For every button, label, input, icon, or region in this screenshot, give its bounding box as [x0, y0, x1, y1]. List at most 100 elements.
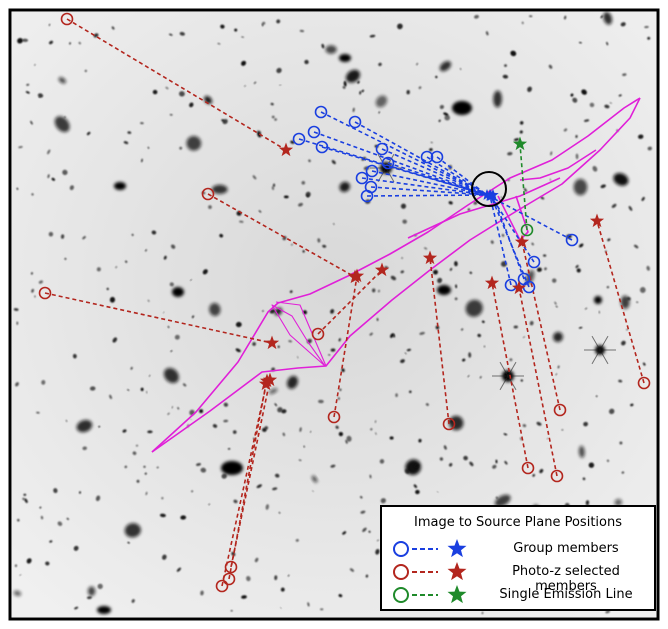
- galaxy: [39, 506, 42, 509]
- galaxy: [390, 275, 397, 281]
- galaxy: [502, 74, 509, 79]
- galaxy: [338, 432, 344, 437]
- galaxy: [38, 280, 43, 284]
- galaxy: [578, 326, 583, 329]
- galaxy: [521, 21, 524, 25]
- galaxy: [256, 130, 262, 134]
- galaxy: [459, 68, 462, 70]
- galaxy: [588, 462, 595, 468]
- galaxy: [269, 388, 278, 395]
- galaxy: [555, 305, 558, 308]
- galaxy: [14, 564, 18, 567]
- galaxy: [375, 432, 377, 435]
- galaxy: [130, 366, 133, 370]
- photoz-connector: [228, 383, 267, 580]
- galaxy: [13, 308, 19, 311]
- galaxy: [621, 340, 626, 346]
- galaxy: [325, 45, 337, 54]
- galaxy: [380, 498, 386, 504]
- galaxy: [467, 375, 470, 378]
- galaxy: [369, 474, 372, 479]
- galaxy: [468, 352, 472, 358]
- galaxy: [62, 169, 68, 176]
- galaxy: [339, 388, 342, 391]
- galaxy: [544, 267, 547, 271]
- galaxy: [274, 118, 277, 121]
- galaxy: [626, 328, 628, 331]
- galaxy: [177, 407, 180, 410]
- galaxy: [570, 93, 574, 97]
- galaxy: [338, 594, 343, 598]
- galaxy: [328, 354, 331, 356]
- galaxy: [147, 430, 153, 434]
- galaxy: [598, 310, 601, 314]
- galaxy: [404, 352, 407, 355]
- legend-entry-single-line: Single Emission Line: [390, 584, 652, 606]
- group-image-marker: [348, 115, 362, 129]
- galaxy: [342, 531, 347, 535]
- bright-galaxy: [339, 54, 351, 62]
- group-connector: [381, 148, 488, 196]
- legend: Image to Source Plane Positions Group me…: [380, 505, 656, 611]
- galaxy: [274, 403, 278, 407]
- galaxy: [605, 610, 610, 614]
- galaxy: [539, 469, 544, 474]
- galaxy: [572, 97, 578, 103]
- galaxy: [124, 465, 128, 469]
- galaxy: [289, 290, 293, 293]
- galaxy: [443, 445, 447, 450]
- legend-title: Image to Source Plane Positions: [414, 515, 622, 530]
- galaxy: [507, 151, 513, 156]
- group-image-marker: [315, 140, 329, 154]
- galaxy: [563, 128, 568, 132]
- galaxy: [639, 287, 646, 293]
- galaxy: [477, 333, 481, 338]
- galaxy: [304, 59, 309, 65]
- galaxy: [621, 471, 625, 474]
- galaxy: [40, 515, 44, 520]
- galaxy: [256, 484, 263, 489]
- galaxy: [141, 158, 143, 163]
- galaxy: [397, 23, 403, 30]
- galaxy: [241, 36, 244, 38]
- single-emission-connector: [519, 143, 528, 231]
- galaxy: [643, 362, 646, 366]
- galaxy: [494, 494, 511, 507]
- group-connector: [366, 194, 488, 197]
- galaxy: [376, 318, 379, 321]
- galaxy: [628, 205, 633, 211]
- galaxy: [246, 576, 251, 582]
- galaxy: [606, 286, 610, 289]
- galaxy: [418, 438, 422, 443]
- galaxy: [22, 38, 29, 43]
- galaxy: [430, 141, 433, 144]
- galaxy: [600, 15, 603, 19]
- galaxy: [297, 356, 299, 359]
- photoz-connector: [207, 193, 356, 278]
- galaxy: [375, 95, 388, 108]
- galaxy: [349, 568, 355, 572]
- galaxy: [485, 31, 489, 36]
- galaxy: [406, 90, 410, 95]
- group-image-marker: [365, 164, 379, 178]
- photoz-source-star: [511, 280, 527, 295]
- galaxy: [146, 391, 148, 394]
- group-connector: [371, 170, 488, 196]
- galaxy: [22, 497, 25, 501]
- galaxy: [416, 62, 419, 66]
- photoz-connector: [596, 220, 645, 384]
- galaxy: [370, 428, 373, 431]
- galaxy: [51, 177, 56, 181]
- galaxy: [86, 596, 92, 600]
- legend-entry-photoz: Photo-z selected members: [390, 561, 652, 594]
- galaxy: [89, 386, 96, 391]
- galaxy: [276, 19, 281, 24]
- galaxy: [600, 184, 606, 189]
- galaxy: [140, 122, 144, 125]
- galaxy: [147, 299, 150, 302]
- group-connector: [426, 156, 488, 196]
- galaxy: [437, 277, 443, 284]
- galaxy: [15, 382, 19, 387]
- galaxy: [575, 135, 578, 138]
- galaxy: [281, 409, 287, 414]
